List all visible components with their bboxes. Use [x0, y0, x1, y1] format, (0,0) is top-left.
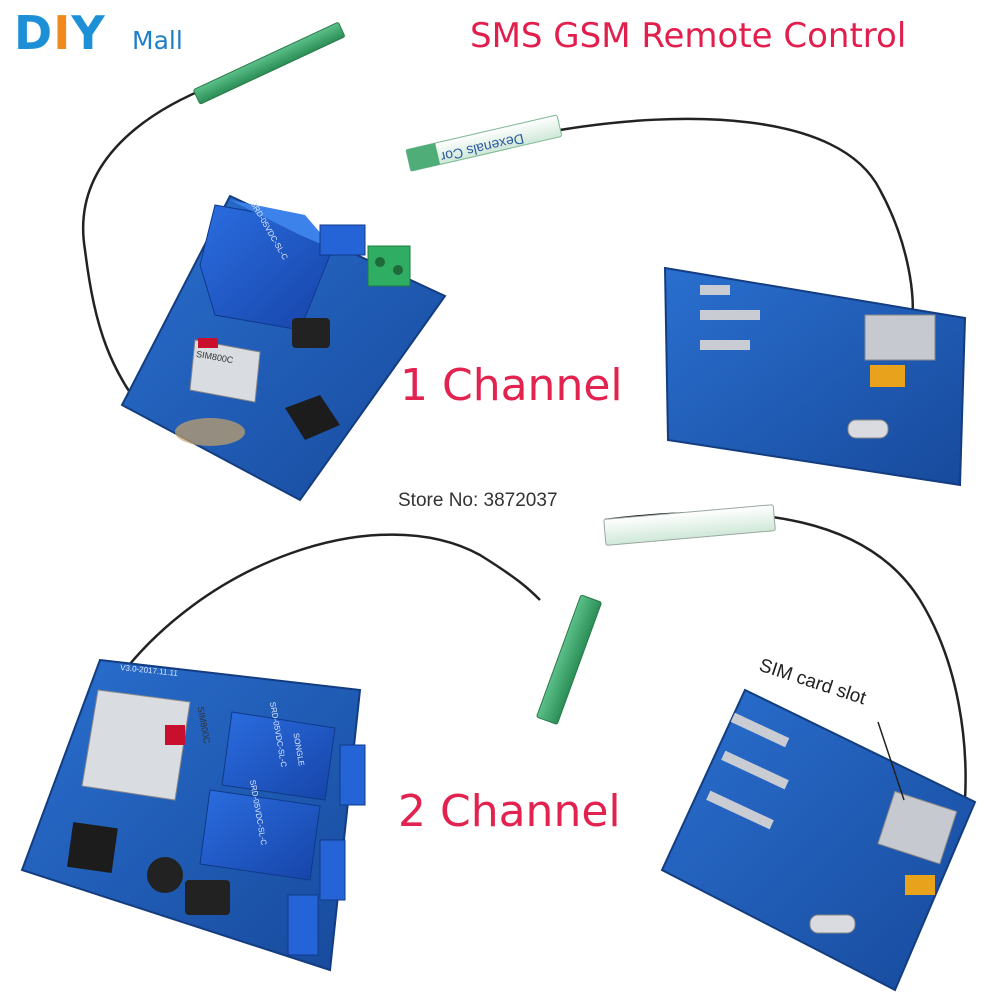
- board-1ch-front: [82, 22, 447, 502]
- store-number: Store No: 3872037: [398, 490, 558, 511]
- board-2ch-back: [603, 504, 977, 992]
- logo-letters: DIY: [14, 6, 106, 60]
- two-channel-label: 2 Channel: [398, 786, 621, 837]
- logo-suffix: Mall: [132, 26, 183, 55]
- page-title: SMS GSM Remote Control: [470, 16, 907, 56]
- one-channel-label: 1 Channel: [400, 360, 623, 411]
- board-2ch-front: [20, 533, 602, 972]
- board-1ch-back: [405, 114, 967, 487]
